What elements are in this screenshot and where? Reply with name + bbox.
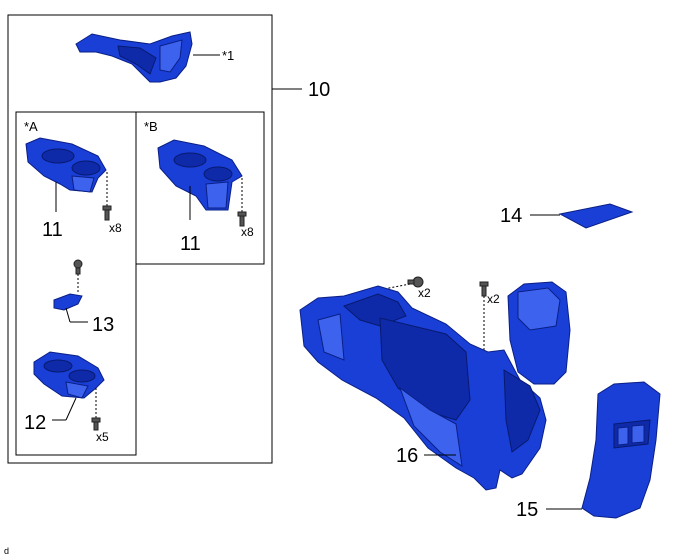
screw-icon	[91, 417, 101, 431]
qty-x8-a: x8	[109, 221, 122, 235]
qty-x2-b: x2	[487, 292, 500, 306]
leader-13	[65, 307, 71, 323]
label-star-a: *A	[24, 119, 38, 134]
qty-x8-b: x8	[241, 225, 254, 239]
label-10: 10	[308, 79, 330, 101]
screw-icon	[237, 211, 247, 227]
screw-icon	[73, 259, 83, 275]
label-11a: 11	[42, 219, 63, 241]
label-14: 14	[500, 205, 522, 227]
bracket-part-13	[53, 293, 83, 311]
corner-mark: d	[4, 546, 9, 556]
label-star-b: *B	[144, 119, 158, 134]
clip-icon	[407, 276, 424, 288]
dash-clip	[367, 283, 411, 293]
label-13: 13	[92, 314, 114, 336]
cup-holder-part-11a	[25, 137, 107, 193]
qty-x2-a: x2	[418, 286, 431, 300]
rear-panel-part-15	[581, 381, 661, 519]
console-body-part-16	[299, 285, 547, 491]
qty-x5: x5	[96, 430, 109, 444]
cup-holder-part-11b	[157, 139, 243, 211]
label-15: 15	[516, 499, 538, 521]
label-16: 16	[396, 445, 418, 467]
label-star1: *1	[222, 48, 234, 63]
variant-box-a	[15, 111, 137, 456]
variant-box-b	[135, 111, 265, 265]
label-12: 12	[24, 412, 46, 434]
upper-panel-part	[75, 31, 193, 83]
armrest-lid	[507, 281, 571, 385]
cup-holder-part-12	[33, 351, 105, 399]
leader-12	[65, 397, 77, 421]
pad-part-14	[558, 203, 634, 229]
assembly-box-10	[7, 14, 273, 464]
label-11b: 11	[180, 233, 201, 255]
screw-icon	[102, 205, 112, 221]
